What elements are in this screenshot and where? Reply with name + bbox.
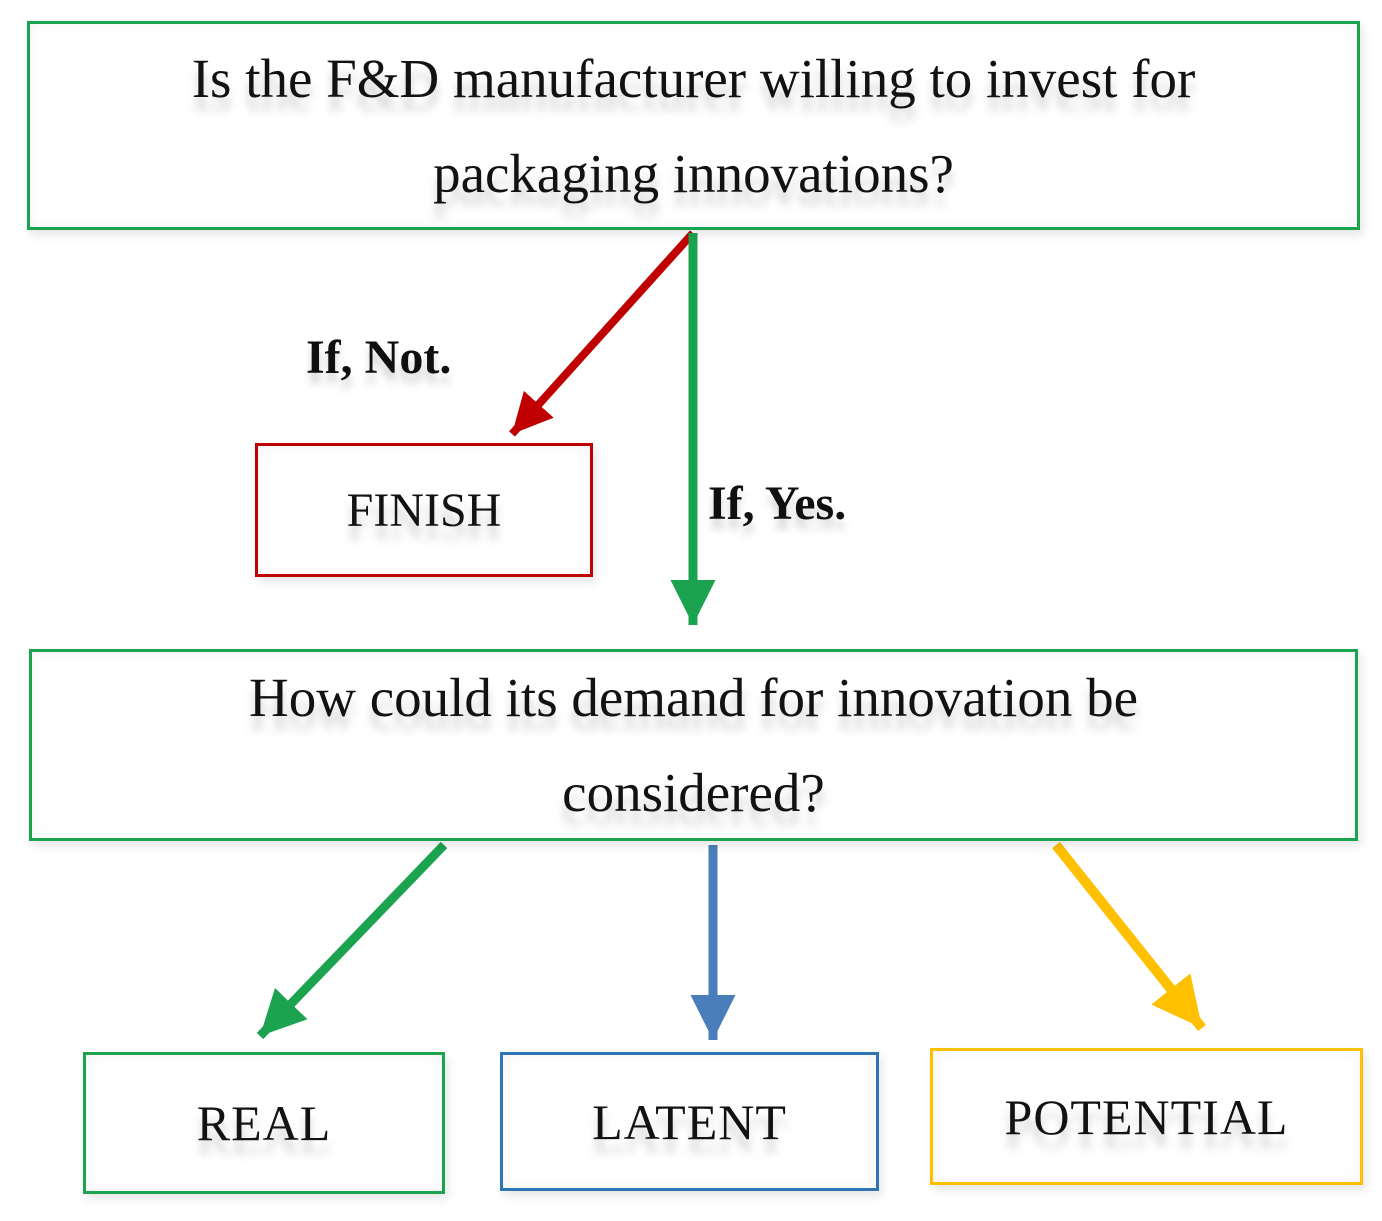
- arrow-to-potential: [1052, 841, 1206, 1032]
- outcome-real-label: REAL: [196, 1095, 332, 1151]
- outcome-latent-label: LATENT: [592, 1093, 787, 1150]
- question2-text: How could its demand for innovation be c…: [249, 667, 1138, 823]
- edge-label-if-yes: If, Yes.: [708, 477, 847, 530]
- finish-label: FINISH: [346, 483, 502, 537]
- edge-label-if-not: If, Not.: [306, 331, 452, 384]
- outcome-latent-box: LATENT: [500, 1052, 879, 1191]
- arrow-to-real: [256, 841, 448, 1040]
- outcome-potential-box: POTENTIAL: [930, 1048, 1363, 1185]
- outcome-real-box: REAL: [83, 1052, 445, 1194]
- question1-text: Is the F&D manufacturer willing to inves…: [191, 47, 1196, 204]
- outcome-potential-label: POTENTIAL: [1004, 1088, 1289, 1145]
- arrow-if-not: [509, 230, 696, 437]
- finish-box: FINISH: [255, 443, 593, 577]
- question2-box: How could its demand for innovation be c…: [29, 649, 1358, 841]
- question1-box: Is the F&D manufacturer willing to inves…: [27, 21, 1360, 230]
